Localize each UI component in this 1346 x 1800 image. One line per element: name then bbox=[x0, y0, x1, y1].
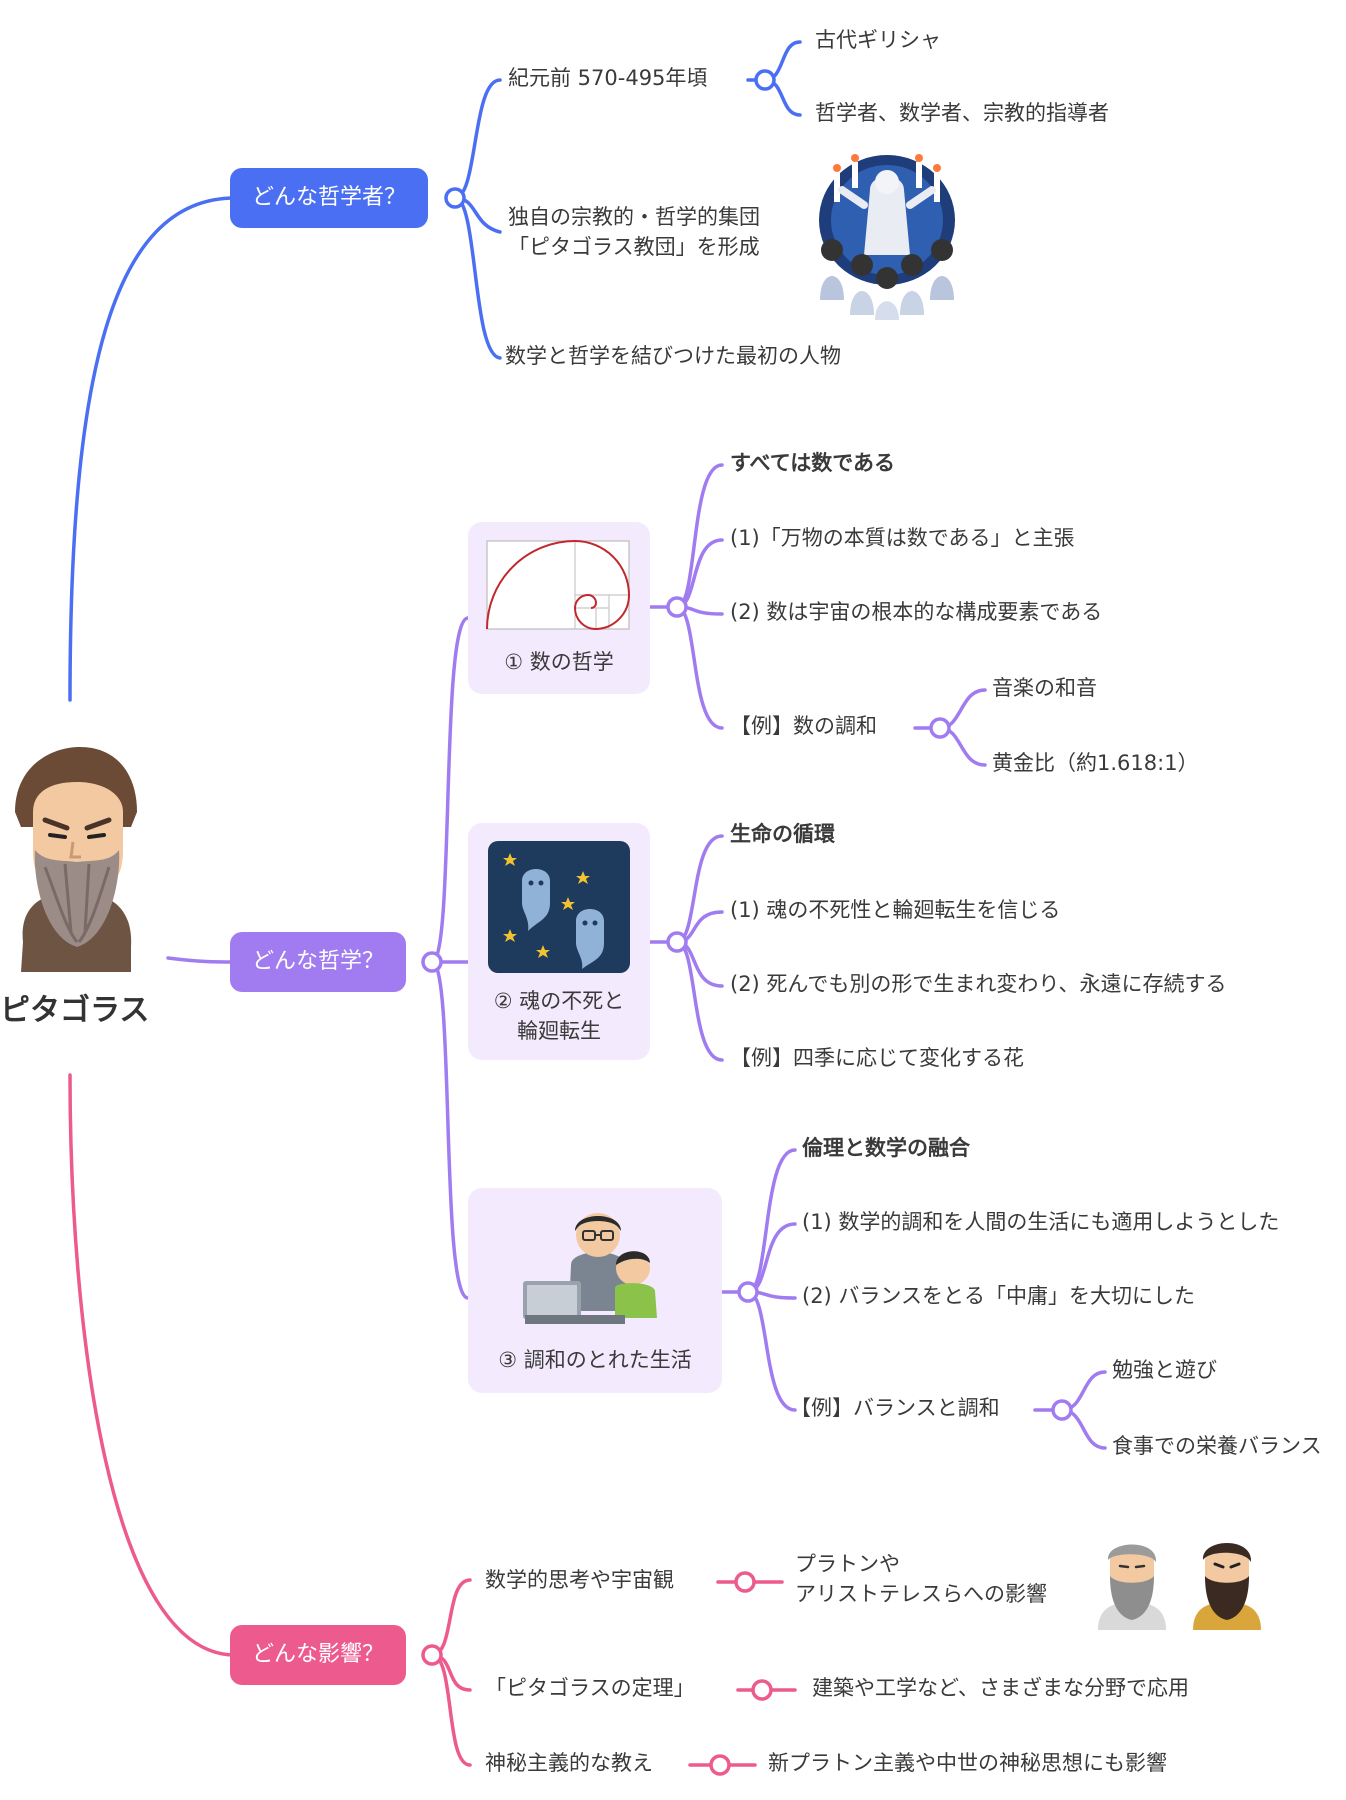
who-junction bbox=[444, 187, 466, 209]
harmony-example-nutrition: 食事での栄養バランス bbox=[1112, 1434, 1322, 1458]
number-example: 【例】数の調和 bbox=[730, 714, 877, 738]
influence-right-2: 建築や工学など、さまざまな分野で応用 bbox=[812, 1676, 1189, 1700]
card-harmonious-life[interactable]: ③ 調和のとれた生活 bbox=[468, 1188, 722, 1393]
harmony-point-2: (2) バランスをとる「中庸」を大切にした bbox=[802, 1284, 1196, 1308]
number-heading: すべては数である bbox=[730, 451, 896, 475]
number-junction bbox=[666, 596, 688, 618]
harmony-point-1: (1) 数学的調和を人間の生活にも適用しようとした bbox=[802, 1210, 1280, 1234]
philosophy-junction bbox=[421, 951, 443, 973]
number-point-1: (1)「万物の本質は数である」と主張 bbox=[730, 526, 1075, 550]
soul-point-2: (2) 死んでも別の形で生まれ変わり、永遠に存続する bbox=[730, 972, 1227, 996]
influence-left-1: 数学的思考や宇宙観 bbox=[485, 1568, 674, 1592]
ghost-night-icon bbox=[488, 841, 630, 973]
harmony-heading: 倫理と数学の融合 bbox=[802, 1136, 970, 1160]
harmony-example-junction bbox=[1051, 1399, 1073, 1421]
harmony-junction bbox=[737, 1281, 759, 1303]
influence-r3-junction bbox=[709, 1754, 731, 1776]
card-soul-label: ② 魂の不死と 輪廻転生 bbox=[493, 989, 625, 1043]
era-child-greece: 古代ギリシャ bbox=[815, 28, 941, 52]
who-group: 独自の宗教的・哲学的集団 「ピタゴラス教団」を形成 bbox=[508, 205, 760, 259]
branch-influence[interactable]: どんな影響？ bbox=[230, 1625, 406, 1685]
who-era: 紀元前 570-495年頃 bbox=[508, 66, 708, 90]
plato-aristotle-portraits bbox=[1098, 1543, 1261, 1630]
card-harmony-label: ③ 調和のとれた生活 bbox=[498, 1348, 692, 1372]
card-soul-reincarnation[interactable]: ② 魂の不死と 輪廻転生 bbox=[468, 823, 650, 1060]
who-first: 数学と哲学を結びつけた最初の人物 bbox=[505, 344, 841, 368]
era-child-roles: 哲学者、数学者、宗教的指導者 bbox=[815, 101, 1109, 125]
father-child-laptop-icon bbox=[523, 1213, 657, 1324]
influence-right-1: プラトンや アリストテレスらへの影響 bbox=[795, 1552, 1047, 1606]
soul-point-1: (1) 魂の不死性と輪廻転生を信じる bbox=[730, 898, 1061, 922]
influence-junction bbox=[421, 1644, 443, 1666]
influence-left-3: 神秘主義的な教え bbox=[485, 1751, 653, 1775]
era-junction bbox=[754, 69, 776, 91]
branch-philosophy[interactable]: どんな哲学？ bbox=[230, 932, 406, 992]
pythagoras-portrait bbox=[15, 747, 137, 972]
influence-r1-junction bbox=[734, 1571, 756, 1593]
golden-spiral-icon bbox=[486, 540, 630, 631]
influence-r2-junction bbox=[751, 1679, 773, 1701]
soul-junction bbox=[666, 931, 688, 953]
branch-who[interactable]: どんな哲学者？ bbox=[230, 168, 428, 228]
soul-example: 【例】四季に応じて変化する花 bbox=[730, 1046, 1024, 1070]
root-title: ピタゴラス bbox=[0, 993, 150, 1028]
number-example-chord: 音楽の和音 bbox=[992, 676, 1097, 700]
number-example-junction bbox=[929, 717, 951, 739]
card-number-label: ① 数の哲学 bbox=[504, 650, 614, 674]
number-point-2: (2) 数は宇宙の根本的な構成要素である bbox=[730, 600, 1103, 624]
harmony-example: 【例】バランスと調和 bbox=[790, 1396, 1000, 1420]
soul-heading: 生命の循環 bbox=[730, 822, 835, 846]
influence-right-3: 新プラトン主義や中世の神秘思想にも影響 bbox=[768, 1751, 1167, 1775]
cult-gathering-illustration bbox=[819, 154, 955, 320]
card-number-philosophy[interactable]: ① 数の哲学 bbox=[468, 522, 650, 694]
influence-left-2: 「ピタゴラスの定理」 bbox=[485, 1676, 695, 1700]
harmony-example-study-play: 勉強と遊び bbox=[1112, 1358, 1217, 1382]
number-example-golden-ratio: 黄金比（約1.618:1） bbox=[992, 751, 1199, 775]
